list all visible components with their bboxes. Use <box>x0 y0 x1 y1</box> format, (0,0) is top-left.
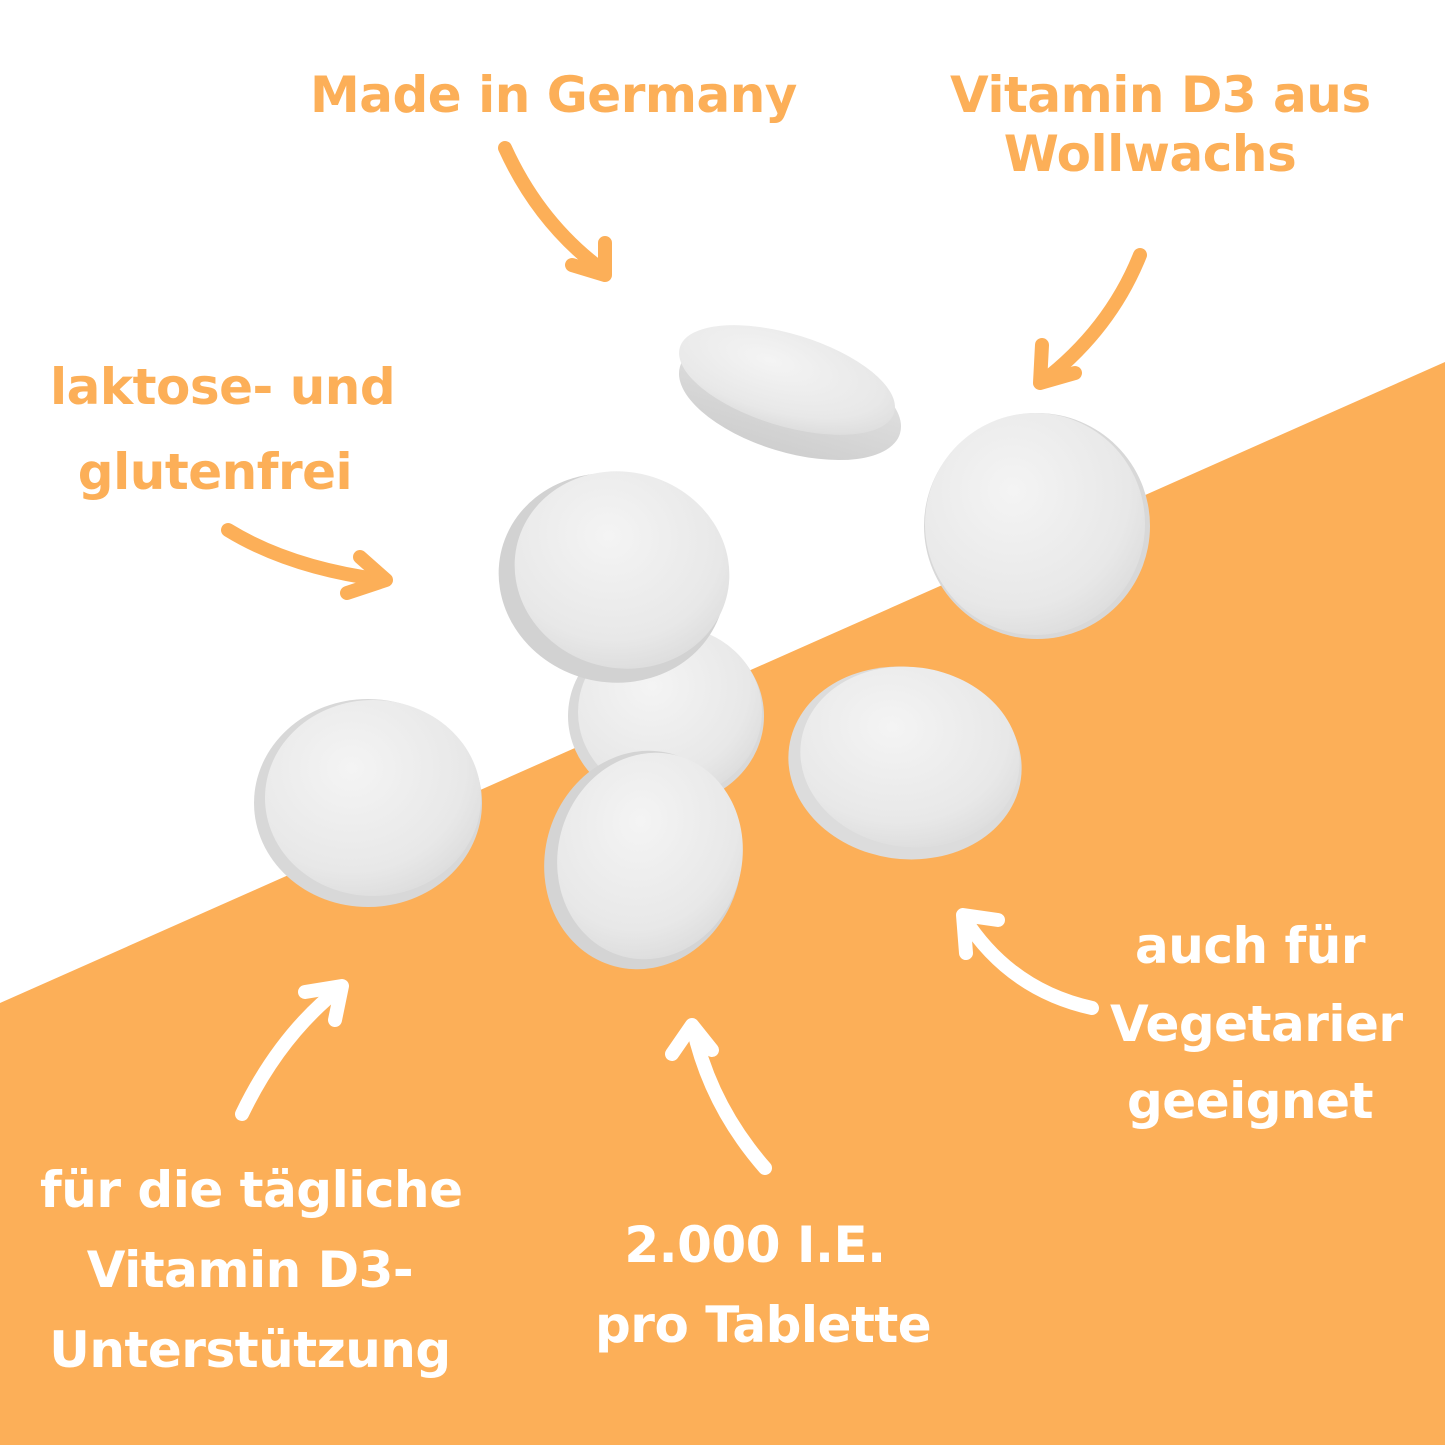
tablet-icon <box>254 699 482 907</box>
callout-dosage: 2.000 I.E. pro Tablette <box>595 1216 932 1354</box>
tablet-icon <box>924 413 1150 639</box>
callout-made-in-germany: Made in Germany <box>310 66 797 124</box>
callout-daily-support: für die tägliche Vitamin D3- Unterstützu… <box>40 1161 463 1379</box>
arrow-up-icon <box>665 1018 772 1175</box>
arrow-up-left-icon <box>956 908 1099 1015</box>
arrow-up-right-icon <box>235 979 349 1121</box>
tablet-icon <box>678 325 902 461</box>
tablet-icon <box>498 471 730 683</box>
callout-vegetarian: auch für Vegetarier geeignet <box>1110 917 1403 1130</box>
tablet-icon <box>788 666 1022 860</box>
callout-vitamin-d3-source: Vitamin D3 aus Wollwachs <box>950 66 1371 183</box>
arrow-down-right-icon <box>498 141 612 282</box>
arrow-right-icon <box>221 523 393 600</box>
callout-lactose-gluten-free: laktose- und glutenfrei <box>50 358 396 501</box>
tablet-icon <box>544 750 743 970</box>
arrow-down-left-icon <box>1033 248 1147 390</box>
